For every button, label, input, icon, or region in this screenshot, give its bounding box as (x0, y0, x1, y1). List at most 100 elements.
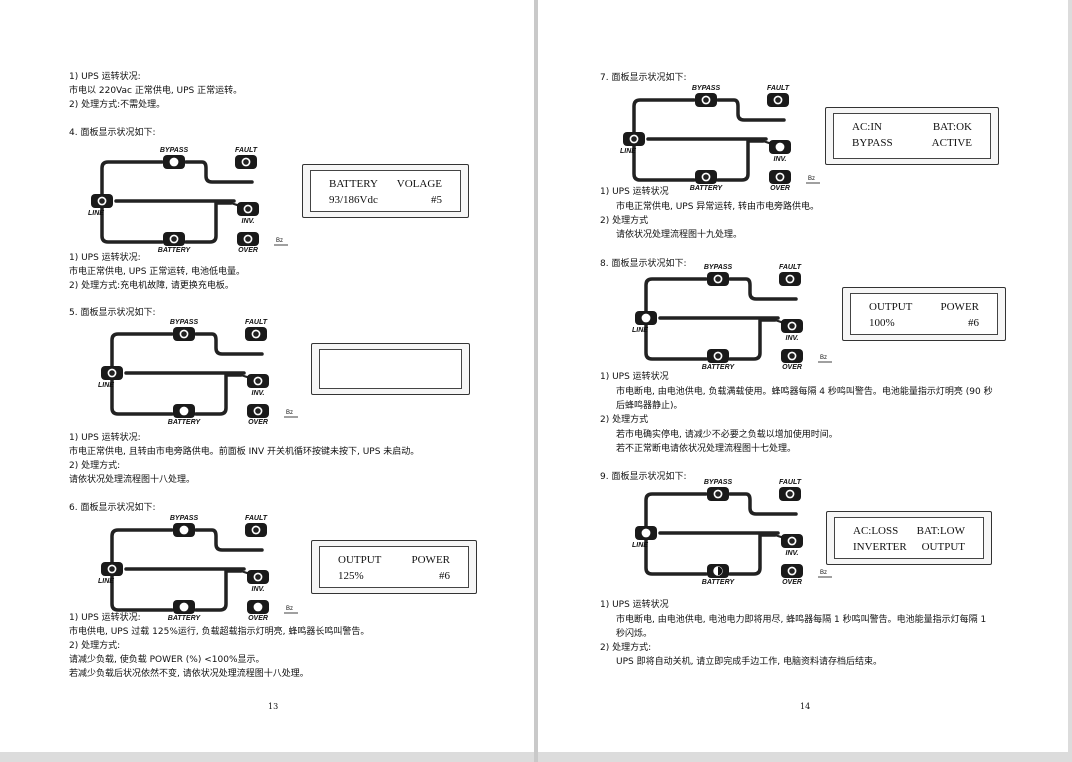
over-indicator (237, 232, 259, 246)
inv-label: INV. (242, 218, 255, 225)
page-gutter (534, 0, 538, 762)
battery-label: BATTERY (168, 615, 202, 622)
section-heading: 5. 面板显示状况如下: (69, 308, 156, 318)
text-line: 1) UPS 运转状况: (69, 433, 141, 443)
battery-indicator (173, 404, 195, 418)
lcd-text: BATTERY (329, 178, 378, 190)
bypass-indicator (173, 327, 195, 341)
fault-indicator (245, 523, 267, 537)
line-label: LINE (632, 327, 648, 334)
text-line: 1) UPS 运转状况: (69, 72, 141, 82)
text-line: 1) UPS 运转状况 (600, 187, 669, 197)
section-heading: 9. 面板显示状况如下: (600, 472, 687, 482)
text-line: 1) UPS 运转状况 (600, 372, 669, 382)
over-label: OVER (782, 364, 802, 371)
buzzer-label: Bz (286, 606, 293, 612)
lcd-text: BAT:OK (932, 121, 972, 133)
over-label: OVER (782, 579, 802, 586)
lcd-text: INVERTER (853, 541, 907, 553)
line-label: LINE (88, 210, 104, 217)
power-flow-line (184, 201, 233, 244)
inv-indicator (247, 374, 269, 388)
lcd-text: #5 (431, 194, 442, 206)
battery-label: BATTERY (690, 185, 724, 192)
power-flow-line (194, 528, 264, 552)
bypass-label: BYPASS (692, 85, 721, 92)
line-label: LINE (98, 578, 114, 585)
lcd-text: AC:LOSS (853, 525, 899, 537)
line-indicator (635, 311, 657, 325)
buzzer-label: Bz (808, 176, 815, 182)
buzzer-label: Bz (286, 410, 293, 416)
buzzer-label: Bz (276, 238, 283, 244)
lcd-text: BAT:LOW (916, 525, 965, 537)
text-line: 秒闪烁。 (616, 629, 653, 639)
fault-indicator (245, 327, 267, 341)
battery-label: BATTERY (702, 579, 736, 586)
over-label: OVER (248, 615, 268, 622)
lcd-screen (319, 349, 462, 389)
bypass-indicator (695, 93, 717, 107)
battery-label: BATTERY (158, 247, 192, 254)
text-line: 1) UPS 运转状况: (69, 253, 141, 263)
battery-label: BATTERY (168, 419, 202, 426)
ups-panel-svg: BYPASS FAULT LINE INV. BATTERY OVER Bz (98, 515, 298, 622)
battery-indicator (707, 349, 729, 363)
over-label: OVER (248, 419, 268, 426)
lcd-text: 125% (338, 570, 364, 582)
power-flow-line (716, 98, 786, 122)
text-line: 2) 处理方式 (600, 216, 649, 226)
bypass-label: BYPASS (170, 319, 199, 326)
over-label: OVER (770, 185, 790, 192)
buzzer-label: Bz (820, 355, 827, 361)
inv-label: INV. (774, 156, 787, 163)
line-label: LINE (632, 542, 648, 549)
power-flow-line (716, 139, 765, 182)
lcd-text: POWER (411, 554, 451, 566)
bypass-label: BYPASS (170, 515, 199, 522)
battery-label: BATTERY (702, 364, 736, 371)
bypass-label: BYPASS (704, 479, 733, 486)
page-number: 14 (800, 702, 811, 711)
fault-label: FAULT (779, 264, 802, 271)
fault-label: FAULT (245, 515, 268, 522)
lcd-screen: AC:LOSS BAT:LOW INVERTER OUTPUT (834, 517, 984, 559)
lcd-text: ACTIVE (931, 137, 972, 149)
battery-indicator (163, 232, 185, 246)
text-line: 2) 处理方式: (600, 643, 652, 653)
lcd-text: POWER (940, 301, 980, 313)
battery-indicator (707, 564, 729, 578)
inv-label: INV. (252, 390, 265, 397)
bypass-indicator (707, 272, 729, 286)
inv-label: INV. (786, 550, 799, 557)
power-flow-line (644, 323, 708, 361)
lcd-text: #6 (439, 570, 450, 582)
text-line: 若市电确实停电, 请减少不必要之负载以增加使用时间。 (616, 430, 838, 440)
inv-indicator (769, 140, 791, 154)
text-line: 市电断电, 由电池供电, 负载满载使用。蜂鸣器每隔 4 秒鸣叫警告。电池能量指示… (616, 387, 993, 397)
lcd-text: BYPASS (852, 137, 893, 149)
section-heading: 4. 面板显示状况如下: (69, 128, 156, 138)
bypass-indicator (163, 155, 185, 169)
inv-label: INV. (252, 586, 265, 593)
text-line: 1) UPS 运转状况: (69, 613, 141, 623)
lcd-text: OUTPUT (921, 541, 965, 553)
text-line: 若不正常断电请依状况处理流程图十七处理。 (616, 444, 797, 454)
inv-label: INV. (786, 335, 799, 342)
power-flow-line (194, 569, 243, 612)
text-line: 2) 处理方式:不需处理。 (69, 100, 166, 110)
fault-label: FAULT (235, 147, 258, 154)
line-indicator (91, 194, 113, 208)
